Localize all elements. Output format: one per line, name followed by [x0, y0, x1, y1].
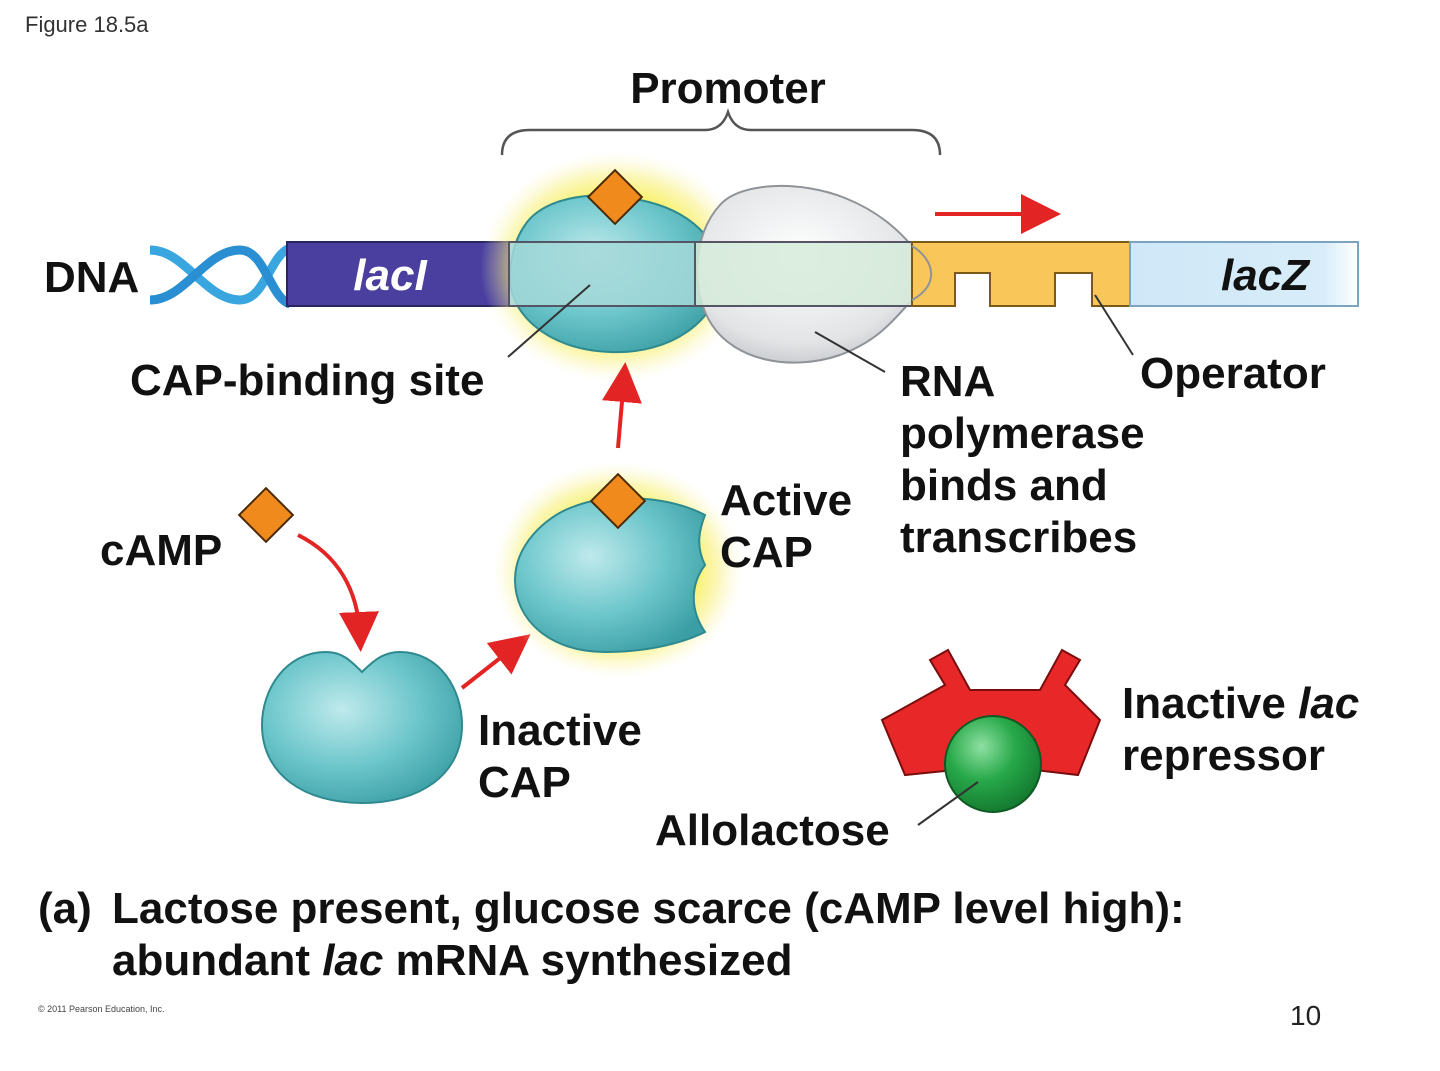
active-cap-label: Active CAP [720, 476, 852, 577]
inactive-repressor-label: Inactive lac repressor [1122, 679, 1359, 780]
promoter-brace [500, 108, 942, 156]
inactive-cap-label: Inactive CAP [478, 706, 642, 807]
allolactose-label: Allolactose [655, 806, 890, 855]
promoter-dna [694, 241, 913, 307]
page-number: 10 [1290, 1000, 1321, 1031]
camp-label: cAMP [100, 526, 222, 575]
svg-text:CAP: CAP [478, 758, 571, 807]
promoter-label: Promoter [630, 64, 826, 113]
binding-arrow [602, 362, 642, 449]
operator [911, 241, 1131, 307]
inactive-cap [260, 650, 464, 805]
active-cap [513, 496, 707, 654]
operator-label: Operator [1140, 349, 1326, 398]
allolactose [944, 715, 1042, 813]
lacz-label: lacZ [1221, 251, 1311, 300]
svg-text:CAP: CAP [720, 528, 813, 577]
cap-binding-site-label: CAP-binding site [130, 356, 484, 405]
figure-label: Figure 18.5a [25, 12, 149, 37]
rna-pol-label: RNA polymerase binds and transcribes [900, 357, 1145, 562]
svg-text:binds and: binds and [900, 461, 1108, 510]
svg-text:transcribes: transcribes [900, 513, 1137, 562]
caption-part: (a) [38, 884, 92, 933]
operator-leader [1094, 294, 1134, 356]
camp-free [237, 486, 295, 544]
rna-pol-leader [814, 331, 886, 373]
svg-text:Active: Active [720, 476, 852, 525]
svg-text:polymerase: polymerase [900, 409, 1145, 458]
svg-text:Inactive: Inactive [478, 706, 642, 755]
camp-arrow [297, 533, 379, 652]
cap-site-leader [507, 284, 591, 358]
figure-caption: (a) Lactose present, glucose scarce (cAM… [38, 884, 1185, 985]
caption-line-1: Lactose present, glucose scarce (cAMP le… [112, 884, 1185, 933]
laci-gene [286, 241, 510, 307]
allolactose-leader [917, 781, 979, 826]
dna-label: DNA [44, 253, 139, 302]
camp-on-active-cap [589, 472, 647, 530]
dna-helix [149, 243, 293, 309]
copyright: © 2011 Pearson Education, Inc. [38, 1004, 165, 1014]
caption-line-2: abundant lac mRNA synthesized [112, 936, 793, 985]
laci-label: lacI [353, 251, 427, 300]
svg-text:repressor: repressor [1122, 731, 1325, 780]
svg-text:RNA: RNA [900, 357, 995, 406]
camp-bound [586, 168, 644, 226]
lacz-gene [1129, 241, 1359, 307]
svg-text:Inactive lac: Inactive lac [1122, 679, 1359, 728]
activation-arrow [460, 634, 531, 690]
cap-binding-site [508, 241, 696, 307]
